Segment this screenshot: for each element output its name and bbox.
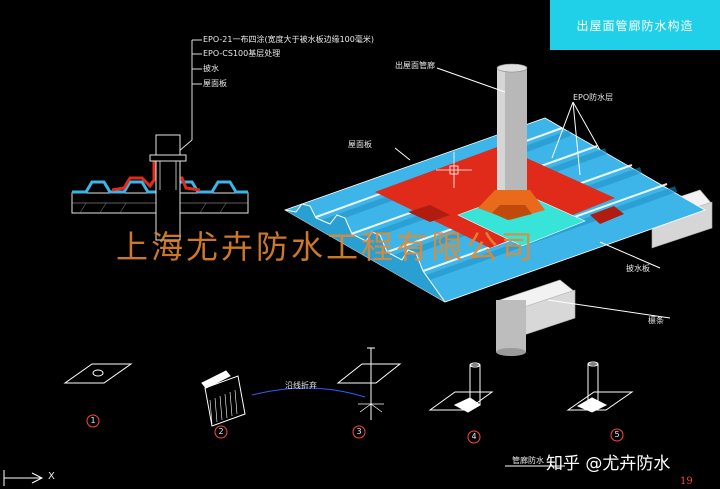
step-number-4: 4 [471, 432, 477, 441]
left-section-detail [71, 39, 249, 241]
drawing-title: 出屋面管廊防水构造 [550, 0, 720, 50]
label-bottom: 管廊防水 [512, 456, 544, 465]
step-number-1: 1 [90, 416, 96, 425]
label-pipe: 出屋面管廊 [395, 61, 435, 70]
step-number-3: 3 [356, 427, 362, 436]
left-label-primer: EPO-CS100基层处理 [203, 49, 281, 58]
label-roof-panel: 屋面板 [348, 140, 372, 149]
company-watermark: 上海尤卉防水工程有限公司 [116, 228, 537, 266]
left-label-membrane: EPO-21一布四涂(宽度大于被水板边缘100毫米) [203, 35, 374, 44]
label-purlin: 檩条 [648, 316, 664, 325]
installation-steps [63, 347, 634, 467]
main-3d-roof [284, 63, 713, 356]
axis-x-label: X [48, 471, 55, 482]
step-number-5: 5 [614, 430, 620, 439]
drawing-title-text: 出屋面管廊防水构造 [576, 18, 694, 33]
ucs-axis-icon [3, 470, 44, 486]
zhihu-brand: 知乎 @尤卉防水 [546, 454, 671, 474]
label-epo-membrane: EPO防水层 [573, 93, 614, 102]
left-label-roof: 屋面板 [203, 79, 227, 88]
label-flashing-board: 披水板 [626, 264, 650, 273]
page-number: 19 [680, 476, 693, 487]
label-connector: 沿线折弃 [285, 381, 317, 390]
left-label-flashing: 披水 [203, 64, 219, 73]
step-number-2: 2 [218, 427, 224, 436]
